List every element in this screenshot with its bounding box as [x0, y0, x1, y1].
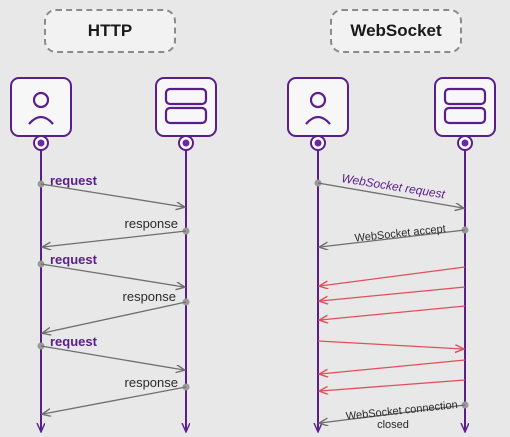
lifeline-node: [310, 135, 326, 151]
websocket-title: WebSocket: [330, 9, 462, 53]
ws-request-label: WebSocket request: [341, 171, 447, 201]
http-response-arrow: response: [43, 375, 190, 414]
http-title: HTTP: [44, 9, 176, 53]
http-request-arrow: request: [37, 173, 185, 207]
server-icon: [155, 77, 217, 137]
ws-frame-arrow: [320, 379, 466, 391]
lifeline-node: [457, 135, 473, 151]
ws-close-label-line2: closed: [377, 419, 409, 431]
ws-frame-arrow: [320, 359, 466, 374]
ws-frame-arrow: [317, 340, 463, 349]
http-request-arrow: request: [37, 334, 185, 370]
user-icon: [10, 77, 72, 137]
http-request-label: request: [50, 173, 98, 188]
ws-frame-arrow: [320, 266, 466, 286]
http-request-arrow: request: [37, 252, 185, 287]
ws-frame-arrow: [320, 286, 466, 301]
ws-frame-arrow: [320, 305, 466, 320]
http-response-arrow: response: [43, 216, 190, 247]
http-response-label: response: [125, 375, 178, 390]
http-response-label: response: [123, 289, 176, 304]
user-icon: [287, 77, 349, 137]
ws-close-arrow: WebSocket connection closed: [320, 399, 469, 431]
lifeline-node: [178, 135, 194, 151]
http-response-arrow: response: [43, 289, 190, 333]
http-request-label: request: [50, 252, 98, 267]
lifeline-node: [33, 135, 49, 151]
ws-accept-arrow: WebSocket accept: [320, 223, 469, 247]
http-response-label: response: [125, 216, 178, 231]
server-icon: [434, 77, 496, 137]
ws-request-arrow: WebSocket request: [314, 171, 464, 208]
http-request-label: request: [50, 334, 98, 349]
ws-accept-label: WebSocket accept: [354, 223, 446, 245]
